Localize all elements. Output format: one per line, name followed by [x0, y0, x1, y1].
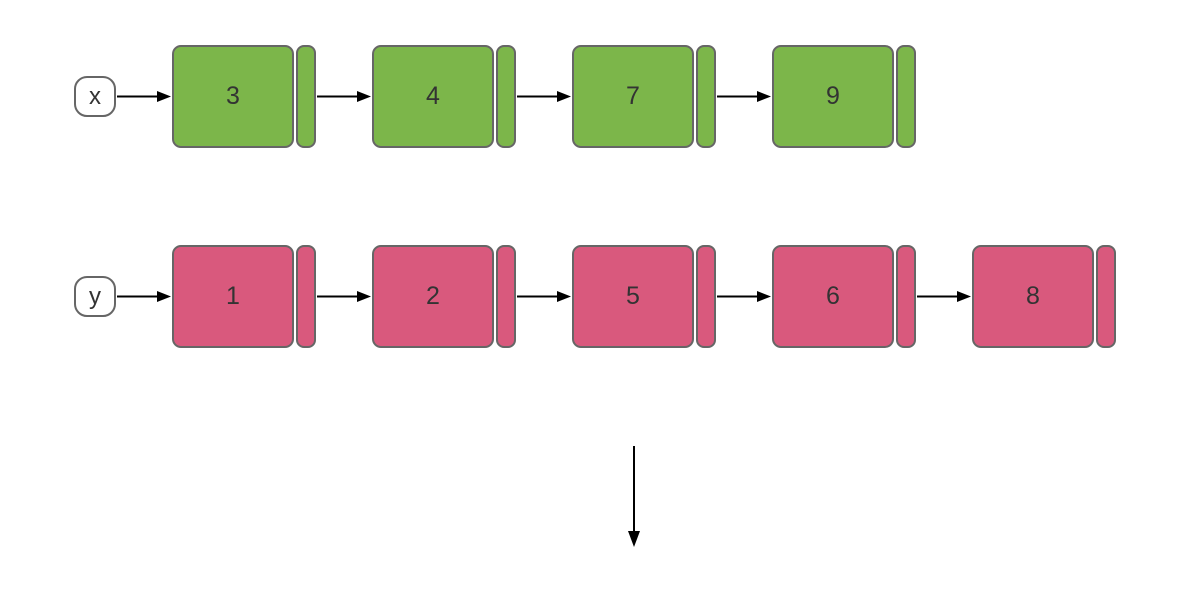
pointer-pill-y: y — [74, 276, 116, 317]
arrow-head — [357, 91, 371, 102]
down-arrow-icon — [628, 446, 640, 547]
arrow-head — [957, 291, 971, 302]
next-arrow — [317, 91, 371, 102]
list-node-value: 3 — [172, 45, 294, 148]
list-node-value: 7 — [572, 45, 694, 148]
next-arrow — [517, 91, 571, 102]
arrow-head — [157, 291, 171, 302]
next-arrow — [317, 291, 371, 302]
node-next-pointer-cell — [496, 245, 516, 348]
arrow-head — [157, 91, 171, 102]
node-next-pointer-cell — [296, 245, 316, 348]
list-node-value: 4 — [372, 45, 494, 148]
next-arrow — [917, 291, 971, 302]
list-node-value: 5 — [572, 245, 694, 348]
node-next-pointer-cell — [496, 45, 516, 148]
next-arrow — [717, 91, 771, 102]
next-arrow — [717, 291, 771, 302]
pointer-arrow — [117, 291, 171, 302]
node-next-pointer-cell — [296, 45, 316, 148]
list-node-value: 2 — [372, 245, 494, 348]
arrow-head — [628, 531, 640, 547]
pointer-arrow — [117, 91, 171, 102]
arrow-head — [357, 291, 371, 302]
list-node-value: 6 — [772, 245, 894, 348]
arrow-head — [757, 291, 771, 302]
node-next-pointer-cell — [696, 245, 716, 348]
node-next-pointer-cell — [1096, 245, 1116, 348]
arrow-head — [557, 291, 571, 302]
arrow-head — [557, 91, 571, 102]
pointer-pill-x: x — [74, 76, 116, 117]
node-next-pointer-cell — [696, 45, 716, 148]
next-arrow — [517, 291, 571, 302]
node-next-pointer-cell — [896, 245, 916, 348]
list-node-value: 8 — [972, 245, 1094, 348]
arrow-head — [757, 91, 771, 102]
list-node-value: 9 — [772, 45, 894, 148]
list-node-value: 1 — [172, 245, 294, 348]
node-next-pointer-cell — [896, 45, 916, 148]
